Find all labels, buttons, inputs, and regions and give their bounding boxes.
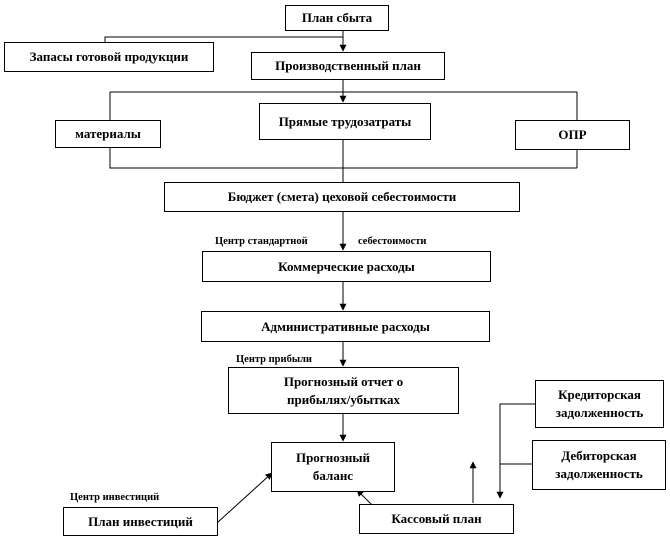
admin-expenses-label: Административные расходы [261,318,430,334]
forecast-pl-line2: прибылях/убытках [287,391,400,407]
sales-plan-box: План сбыта [285,5,389,31]
forecast-pl-line1: Прогнозный отчет о [283,373,404,389]
production-plan-label: Производственный план [275,58,421,73]
materials-label: материалы [75,126,141,141]
finished-goods-label: Запасы готовой продукции [29,49,189,64]
line-sales-to-finished-goods [104,36,343,42]
shop-cost-budget-label: Бюджет (смета) цеховой себестоимости [227,189,457,204]
standard-cost-center-note-b: себестоимости [358,236,427,248]
investment-plan-box: План инвестиций [63,507,218,536]
investment-plan-label: План инвестиций [88,513,193,529]
profit-center-note: Центр прибыли [236,354,312,366]
payables-line1: Кредиторская [558,387,641,402]
admin-expenses-box: Административные расходы [201,311,490,342]
finished-goods-box: Запасы готовой продукции [4,42,214,72]
cash-plan-box: Кассовый план [359,504,514,534]
arrow-investment-to-balance [217,472,273,523]
receivables-line2: задолженность [555,466,643,481]
receivables-box: Дебиторская задолженность [532,440,666,490]
receivables-line1: Дебиторская [561,448,637,463]
direct-labor-box: Прямые трудозатраты [259,103,431,140]
line-materials-down [109,148,577,169]
materials-box: материалы [55,120,161,148]
standard-cost-center-note-a: Центр стандартной [215,236,308,248]
payables-line2: задолженность [555,405,644,420]
overhead-box: ОПР [515,120,630,150]
cash-plan-label: Кассовый план [391,511,482,526]
sales-plan-label: План сбыта [301,10,373,25]
investment-center-note: Центр инвестиций [70,492,160,504]
payables-box: Кредиторская задолженность [535,380,664,428]
production-plan-box: Производственный план [251,52,445,80]
forecast-balance-line2: баланс [312,468,354,483]
forecast-pl-box: Прогнозный отчет о прибылях/убытках [228,367,459,414]
forecast-balance-box: Прогнозный баланс [271,442,395,492]
commercial-expenses-label: Коммерческие расходы [278,258,415,274]
line-payables [496,403,535,499]
forecast-balance-line1: Прогнозный [295,450,371,465]
overhead-label: ОПР [558,127,587,142]
direct-labor-label: Прямые трудозатраты [278,113,412,129]
shop-cost-budget-box: Бюджет (смета) цеховой себестоимости [164,182,520,212]
commercial-expenses-box: Коммерческие расходы [202,251,491,282]
